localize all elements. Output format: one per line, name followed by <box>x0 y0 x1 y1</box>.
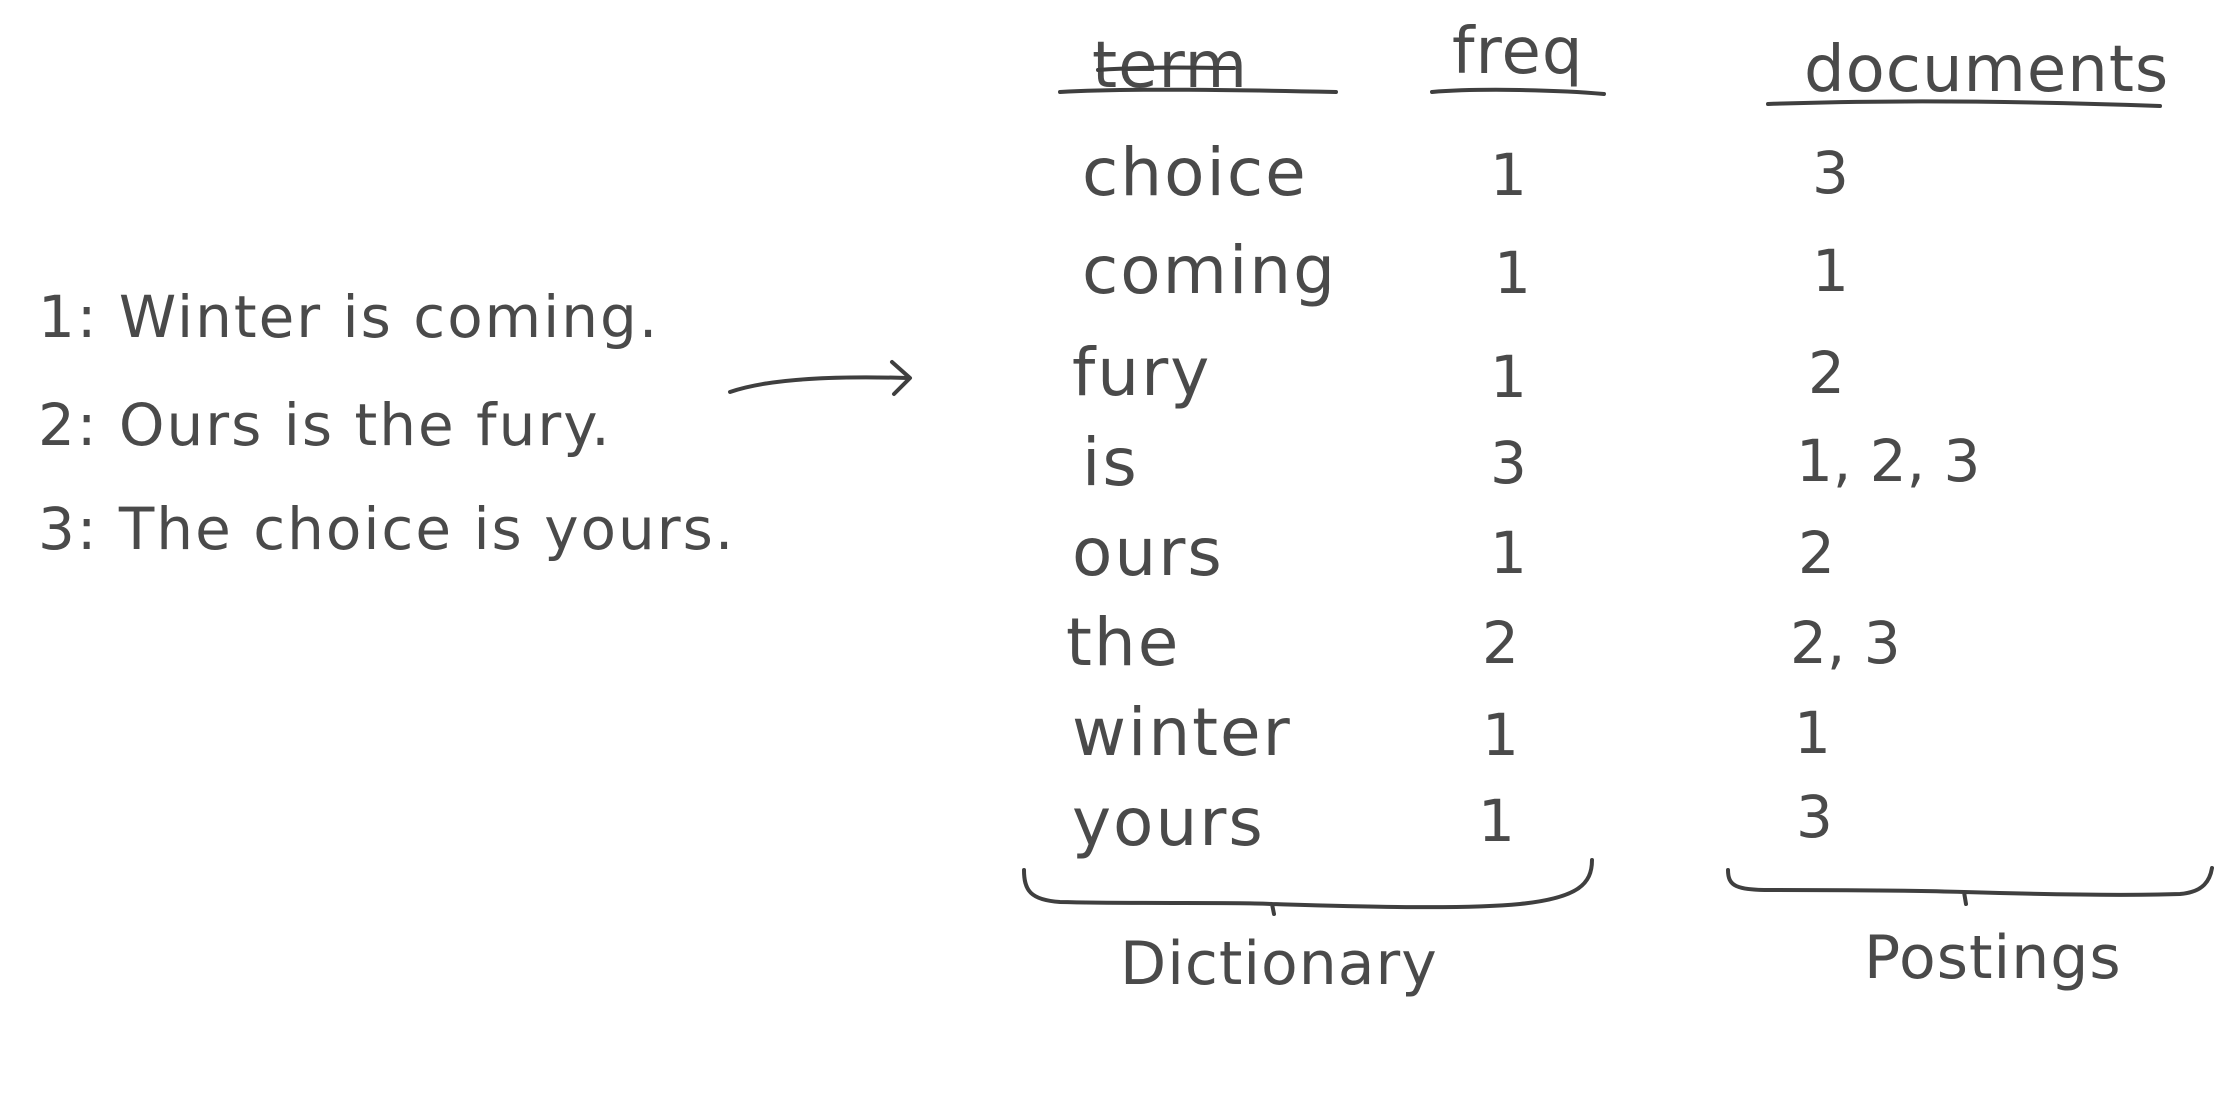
header-term: term <box>1092 29 1248 103</box>
freq-underline <box>1430 87 1606 96</box>
postings-cell: 2 <box>1808 339 1845 407</box>
label-dictionary: Dictionary <box>1120 929 1438 999</box>
term-cell: fury <box>1072 334 1212 411</box>
document-1: 1: Winter is coming. <box>38 283 660 351</box>
postings-cell: 1 <box>1794 699 1831 767</box>
term-cell: the <box>1066 604 1181 681</box>
term-cell: coming <box>1082 232 1338 309</box>
postings-cell: 2 <box>1798 519 1835 587</box>
freq-cell: 1 <box>1490 343 1527 411</box>
postings-cell: 3 <box>1796 783 1833 851</box>
postings-cell: 2, 3 <box>1790 609 1901 677</box>
term-cell: yours <box>1072 784 1265 861</box>
header-documents: documents <box>1804 33 2170 107</box>
freq-cell: 1 <box>1482 701 1519 769</box>
freq-cell: 2 <box>1482 609 1519 677</box>
header-freq: freq <box>1452 15 1584 89</box>
freq-cell: 1 <box>1490 141 1527 209</box>
document-3: 3: The choice is yours. <box>38 495 736 563</box>
label-postings: Postings <box>1864 923 2122 993</box>
term-cell: choice <box>1082 134 1308 211</box>
freq-cell: 1 <box>1478 787 1515 855</box>
freq-cell: 1 <box>1494 239 1531 307</box>
postings-brace <box>1726 866 2214 906</box>
arrow-head <box>890 360 912 396</box>
term-cell: winter <box>1072 694 1292 771</box>
document-2: 2: Ours is the fury. <box>38 391 612 459</box>
postings-cell: 3 <box>1812 139 1849 207</box>
postings-cell: 1, 2, 3 <box>1796 427 1981 495</box>
term-cell: ours <box>1072 514 1224 591</box>
term-cell: is <box>1082 424 1139 501</box>
postings-cell: 1 <box>1812 237 1849 305</box>
freq-cell: 3 <box>1490 429 1527 497</box>
freq-cell: 1 <box>1490 519 1527 587</box>
dictionary-brace <box>1022 858 1594 916</box>
arrow-shaft <box>728 375 910 394</box>
